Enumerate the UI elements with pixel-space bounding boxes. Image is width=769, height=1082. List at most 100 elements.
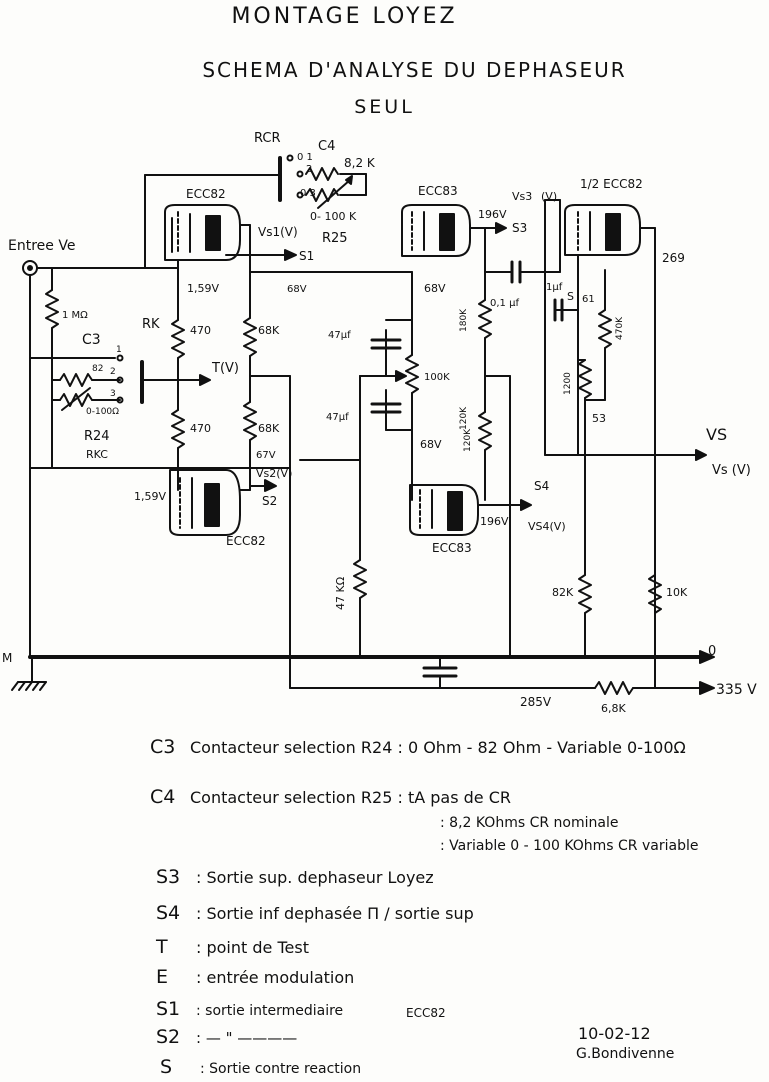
label-159v-bot: 1,59V xyxy=(134,490,166,503)
label-68k-a: 68K xyxy=(258,324,280,337)
resistor-8-2k xyxy=(305,167,339,181)
circuit-schematic: RCR C4 0 1 2 0 3 8,2 K 0- 100 K R25 ECC8… xyxy=(2,131,757,715)
label-1200: 1200 xyxy=(563,372,573,395)
resistor-10k xyxy=(648,574,662,614)
label-6-8k: 6,8K xyxy=(601,702,626,715)
label-61: 61 xyxy=(582,294,595,305)
title-montage: MONTAGE LOYEZ xyxy=(231,4,458,29)
label-c4: C4 xyxy=(318,139,335,154)
label-53: 53 xyxy=(592,412,606,425)
label-s1: S1 xyxy=(299,249,314,263)
label-ecc83-top: ECC83 xyxy=(418,184,458,198)
resistor-470k xyxy=(598,309,612,349)
label-rcr: RCR xyxy=(254,131,281,146)
label-47uf-a: 47µf xyxy=(328,330,351,341)
label-vs4: VS4(V) xyxy=(528,520,566,533)
label-vs3: Vs3 xyxy=(512,190,532,203)
legend-c4-sub2: : Variable 0 - 100 KOhms CR variable xyxy=(440,838,699,854)
label-vs1: Vs1(V) xyxy=(258,225,298,239)
label-285v: 285V xyxy=(520,695,552,709)
label-c-01uf: 0,1 µf xyxy=(490,298,519,309)
label-m: M xyxy=(2,651,12,665)
label-470k: 470K xyxy=(615,316,625,340)
footer-author: G.Bondivenne xyxy=(576,1046,675,1062)
label-c3: C3 xyxy=(82,332,101,348)
label-r-0-100: 0-100Ω xyxy=(86,407,119,417)
label-s3: S3 xyxy=(512,221,527,235)
resistor-rk-470-top xyxy=(171,319,185,359)
label-470-a: 470 xyxy=(190,324,211,337)
label-159v-top: 1,59V xyxy=(187,282,219,295)
tube-ecc82-bottom xyxy=(169,469,241,536)
supply-arrow xyxy=(699,681,715,695)
tube-ecc83-top xyxy=(401,204,471,257)
label-180k: 180K xyxy=(459,308,469,332)
label-o-out: 0 xyxy=(708,644,716,659)
label-47k: 47 KΩ xyxy=(334,577,347,610)
label-68k-b: 68K xyxy=(258,422,280,435)
label-vs-v: Vs (V) xyxy=(712,463,751,478)
resistor-82 xyxy=(59,373,93,387)
legend-s: S: Sortie contre reaction xyxy=(160,1056,362,1078)
tube-ecc83-bottom xyxy=(409,484,479,536)
chassis-ground-icon xyxy=(11,656,47,691)
supply-capacitor xyxy=(422,656,458,689)
label-entree-ve: Entree Ve xyxy=(8,238,75,254)
label-120k-a: 120K xyxy=(459,406,469,430)
legend-s4: S4: Sortie inf dephasée Π / sortie sup xyxy=(156,902,474,924)
label-67v: 67V xyxy=(256,450,276,461)
label-s2: S2 xyxy=(262,494,277,508)
footer-date: 10-02-12 xyxy=(578,1024,651,1043)
label-120k-b: 120K xyxy=(463,428,473,452)
label-c4-pos1: 0 1 xyxy=(297,152,313,163)
label-v-mark: (V) xyxy=(541,190,557,203)
resistor-47k xyxy=(353,559,367,599)
resistor-82k xyxy=(578,574,592,614)
resistor-6-8k xyxy=(594,681,634,695)
label-r24: R24 xyxy=(84,429,110,444)
resistor-68k-bot xyxy=(243,401,257,441)
label-196v-bot: 196V xyxy=(480,515,509,528)
legend-t: T: point de Test xyxy=(156,936,309,958)
label-r-82k: 8,2 K xyxy=(344,156,376,170)
label-r25: R25 xyxy=(322,231,348,246)
label-ecc82-half: 1/2 ECC82 xyxy=(580,177,643,191)
resistor-r25-var xyxy=(305,188,339,202)
title-schema: SCHEMA D'ANALYSE DU DEPHASEUR xyxy=(202,58,627,82)
resistor-rk-470-bot xyxy=(171,409,185,449)
label-vs-big: VS xyxy=(706,425,727,444)
label-c4-pos3: 0 3 xyxy=(300,188,316,199)
label-100k: 100K xyxy=(424,372,450,383)
label-c3-pos3: 3 xyxy=(110,389,116,399)
label-196v-top: 196V xyxy=(478,208,507,221)
label-vs2: Vs2(V) xyxy=(256,467,292,480)
label-269: 269 xyxy=(662,251,685,265)
label-c-1uf: 1µf xyxy=(546,282,563,293)
label-68v-b: 68V xyxy=(424,282,446,295)
label-10k: 10K xyxy=(666,586,688,599)
label-c3-pos1: 1 xyxy=(116,345,122,355)
legend-e: E: entrée modulation xyxy=(156,966,355,988)
label-82k-b: 82K xyxy=(552,586,574,599)
label-c3-pos2: 2 xyxy=(110,367,116,377)
title-seul: SEUL xyxy=(354,96,415,118)
label-t-v: T(V) xyxy=(211,361,239,376)
label-r-82: 82 xyxy=(92,364,103,374)
label-c4-pos2: 2 xyxy=(306,164,312,175)
tube-ecc82-half xyxy=(564,204,641,256)
label-68v-a: 68V xyxy=(287,284,307,295)
resistor-1meg xyxy=(45,289,59,329)
label-47uf-b: 47µf xyxy=(326,412,349,423)
legend-c4-sub1: : 8,2 KOhms CR nominale xyxy=(440,815,619,831)
resistor-68k-top xyxy=(243,317,257,357)
legend-s1: S1: sortie intermediaire xyxy=(156,998,344,1020)
label-ecc82-bot: ECC82 xyxy=(226,534,266,548)
label-470-b: 470 xyxy=(190,422,211,435)
legend-s2: S2: — " ———— xyxy=(156,1026,298,1048)
label-ecc83-bot: ECC83 xyxy=(432,541,472,555)
resistor-120k-top xyxy=(478,411,492,451)
tube-ecc82-top xyxy=(164,204,241,261)
